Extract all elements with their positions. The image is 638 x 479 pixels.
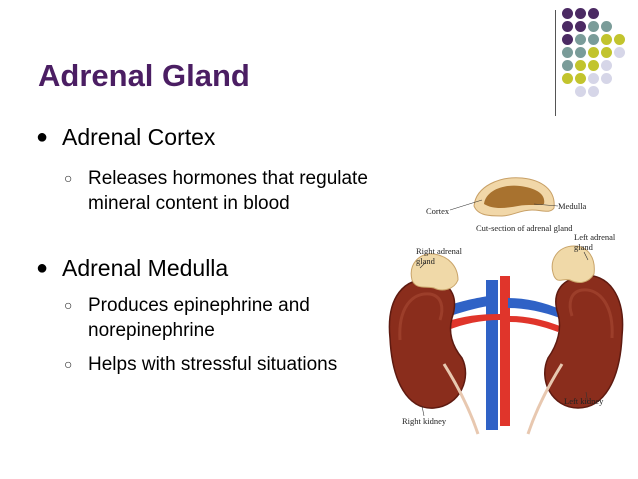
decor-dot <box>588 73 599 84</box>
label-medulla: Medulla <box>558 201 587 211</box>
decor-dot <box>562 47 573 58</box>
label-left-adrenal-line1: Left adrenal <box>574 232 616 242</box>
right-kidney-highlight <box>398 292 444 341</box>
decor-dot <box>575 86 586 97</box>
sub-bullet-icon: ○ <box>64 356 73 372</box>
decor-dot <box>562 8 573 19</box>
sub-bullet-icon: ○ <box>64 170 73 186</box>
decor-dot <box>575 60 586 71</box>
decor-dot <box>601 21 612 32</box>
decorative-vertical-line <box>555 10 556 116</box>
decor-dot <box>588 60 599 71</box>
decor-dot <box>588 21 599 32</box>
left-ureter <box>526 363 564 435</box>
sub-bullet-text: Helps with stressful situations <box>88 354 338 375</box>
left-kidney-shape <box>544 274 624 409</box>
right-renal-artery <box>446 314 500 330</box>
adrenal-cut-section-medulla <box>484 185 545 208</box>
label-right-adrenal-line1: Right adrenal <box>416 246 463 256</box>
bullet-icon: ● <box>36 257 49 279</box>
decor-dot <box>601 73 612 84</box>
label-left-adrenal-line2: gland <box>574 242 594 252</box>
decor-dot <box>575 34 586 45</box>
leader-left-kidney <box>585 391 589 405</box>
decor-dot <box>588 47 599 58</box>
label-right-adrenal-line2: gland <box>416 256 436 266</box>
bullet-adrenal-cortex: ● Adrenal Cortex <box>36 124 215 151</box>
leader-medulla <box>533 203 559 207</box>
slide-title: Adrenal Gland <box>38 58 250 93</box>
decorative-dot-grid <box>562 8 638 108</box>
decor-dot <box>588 86 599 97</box>
bullet-label: Adrenal Cortex <box>62 124 216 150</box>
leader-left-adrenal <box>583 251 589 261</box>
decor-dot <box>562 21 573 32</box>
decor-dot <box>614 34 625 45</box>
sub-bullet-stressful-situations: ○ Helps with stressful situations <box>64 352 408 377</box>
decor-dot <box>575 8 586 19</box>
label-right-kidney: Right kidney <box>402 416 447 426</box>
decor-dot <box>575 73 586 84</box>
right-ureter <box>442 363 480 435</box>
left-kidney-highlight <box>568 288 614 339</box>
leader-right-adrenal <box>419 261 427 269</box>
adrenal-kidney-illustration: Cortex Medulla Cut-section of adrenal gl… <box>388 177 624 435</box>
decor-dot <box>614 47 625 58</box>
bullet-icon: ● <box>36 126 49 148</box>
right-kidney-shape <box>388 278 467 409</box>
leader-right-kidney <box>421 405 425 417</box>
bullet-label: Adrenal Medulla <box>62 255 229 281</box>
decor-dot <box>562 34 573 45</box>
left-adrenal-gland-shape <box>551 245 595 283</box>
label-left-kidney: Left kidney <box>564 396 604 406</box>
left-renal-vein <box>508 298 562 318</box>
decor-dot <box>601 60 612 71</box>
decor-dot <box>588 8 599 19</box>
decor-dot <box>562 73 573 84</box>
decor-dot <box>601 34 612 45</box>
label-cortex: Cortex <box>426 206 450 216</box>
sub-bullet-text: Releases hormones that regulate mineral … <box>88 168 368 214</box>
label-cut-section: Cut-section of adrenal gland <box>476 223 573 233</box>
decor-dot <box>562 60 573 71</box>
bullet-adrenal-medulla: ● Adrenal Medulla <box>36 255 228 282</box>
right-adrenal-gland-shape <box>410 253 459 291</box>
left-renal-artery <box>510 316 560 332</box>
sub-bullet-icon: ○ <box>64 297 73 313</box>
sub-bullet-releases-hormones: ○ Releases hormones that regulate minera… <box>64 166 388 216</box>
decor-dot <box>575 21 586 32</box>
sub-bullet-produces-epinephrine: ○ Produces epinephrine and norepinephrin… <box>64 293 388 343</box>
aorta <box>500 276 510 426</box>
decor-dot <box>601 47 612 58</box>
decor-dot <box>588 34 599 45</box>
leader-cortex <box>449 199 483 211</box>
decor-dot <box>575 47 586 58</box>
sub-bullet-text: Produces epinephrine and norepinephrine <box>88 295 310 341</box>
